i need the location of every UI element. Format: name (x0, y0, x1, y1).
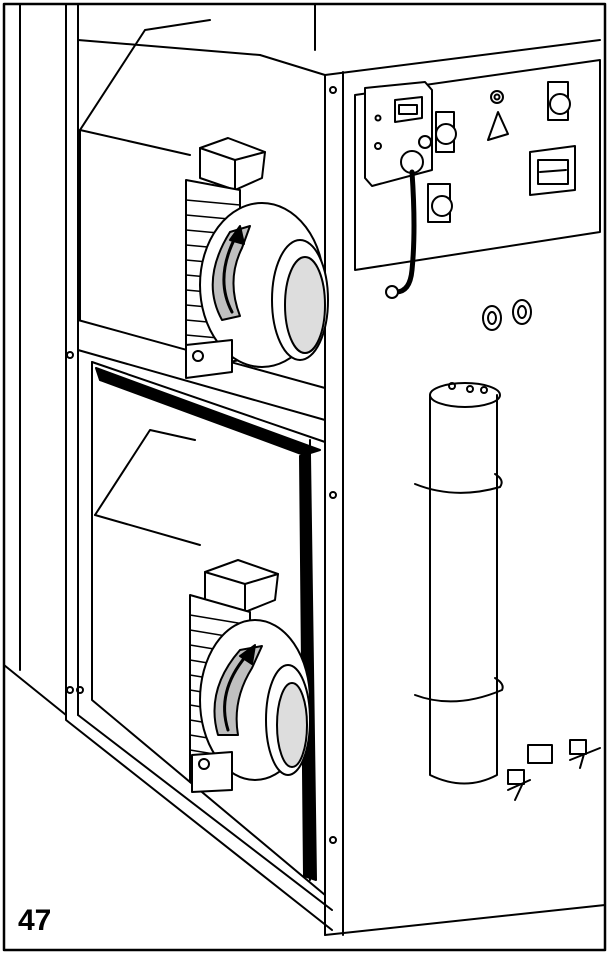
upper-motor (185, 137, 329, 379)
rotation-arrow-icon (213, 644, 263, 736)
hose-connectors (482, 299, 532, 331)
drain-valves (507, 739, 601, 801)
rocker-switch (529, 145, 576, 196)
figure-number: 47 (18, 904, 52, 937)
control-panel (354, 59, 601, 299)
start-button (435, 111, 457, 153)
lower-motor (189, 559, 311, 793)
heating-cylinder (414, 382, 504, 785)
reset-button (427, 183, 453, 223)
rotation-arrow-icon (211, 225, 251, 321)
stop-button (547, 81, 571, 121)
power-indicator-icon (490, 90, 504, 104)
warning-triangle-icon (487, 111, 509, 141)
